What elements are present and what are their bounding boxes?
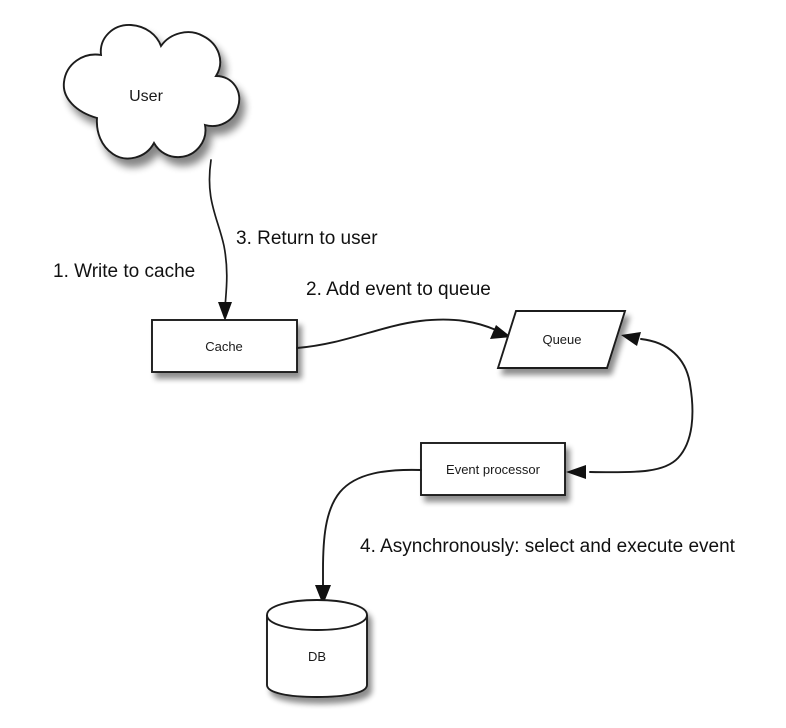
queue-shape [496,310,627,369]
node-db[interactable] [266,599,368,698]
db-shape [266,599,368,698]
node-db-label: DB [308,649,326,664]
node-queue-label: Queue [542,332,581,347]
node-user-label: User [129,88,163,105]
step-label-3: 3. Return to user [236,228,378,249]
edge-processor-to-db-arrowhead [315,585,331,605]
step-label-2: 2. Add event to queue [306,279,491,300]
cloud-shape [63,24,241,160]
edge-user-to-cache-arrowhead [218,302,232,321]
step-label-1: 1. Write to cache [53,261,195,282]
edge-cache-to-queue [296,318,511,349]
edge-processor-to-db-line [322,468,422,590]
edge-user-to-cache [208,159,232,321]
edge-user-to-cache-line [208,159,228,309]
edge-queue-to-processor-line [589,338,694,474]
edge-cache-to-queue-arrowhead [490,325,511,339]
edge-queue-to-processor [566,332,694,479]
event-processor-shape [420,442,566,496]
node-cache-label: Cache [205,339,243,354]
node-cache[interactable] [151,319,298,373]
edge-loop-arrowhead-processor [566,465,586,479]
node-queue[interactable] [496,310,627,369]
node-user[interactable] [63,24,241,160]
edge-cache-to-queue-line [296,318,497,349]
edge-loop-arrowhead-queue [621,332,641,346]
cache-shape [151,319,298,373]
db-top-ellipse [266,614,368,631]
node-event-processor[interactable] [420,442,566,496]
node-event-processor-label: Event processor [446,462,541,477]
step-label-4: 4. Asynchronously: select and execute ev… [360,536,736,557]
edge-processor-to-db [315,468,422,605]
